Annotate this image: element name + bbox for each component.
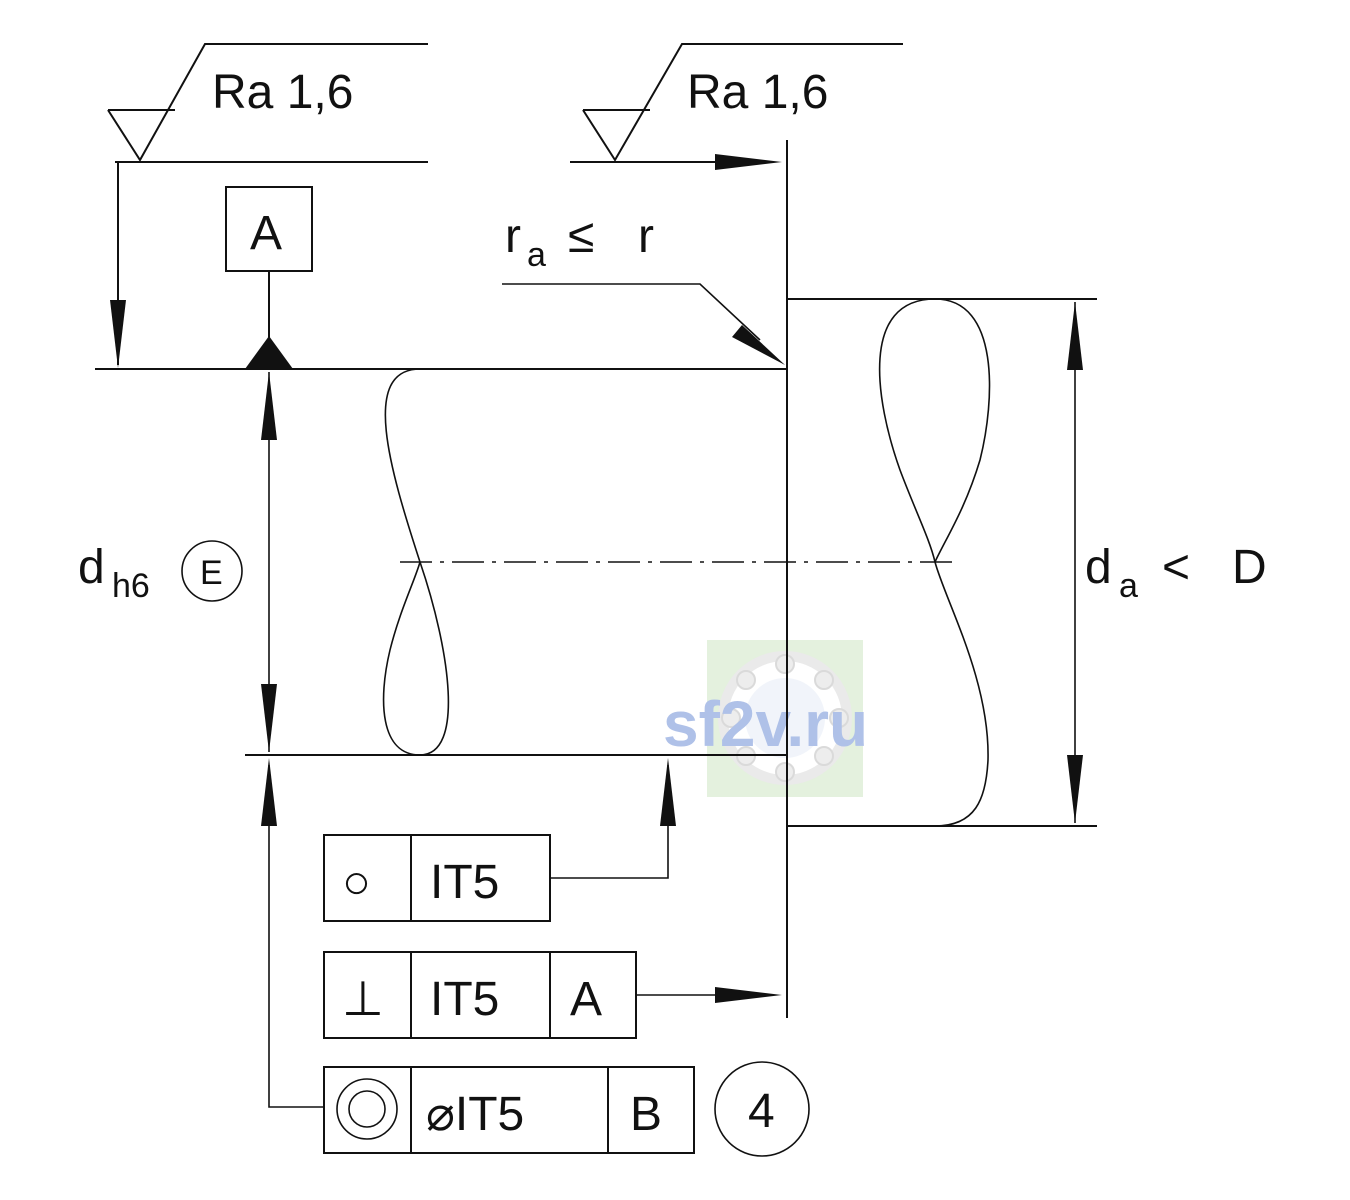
shaft-d-label: d	[78, 541, 105, 594]
watermark-text: sf2v.ru	[663, 688, 868, 760]
datum-a-feature: A	[225, 186, 313, 369]
circularity-frame: ○ IT5	[323, 758, 676, 922]
perpendicularity-tolerance: IT5	[430, 973, 499, 1026]
fillet-r: r	[638, 210, 654, 263]
fillet-note: r a ≤ r	[502, 210, 785, 365]
watermark: sf2v.ru	[663, 640, 868, 797]
shaft-outline	[95, 368, 960, 756]
shaft-envelope-symbol: E	[200, 554, 223, 592]
surface-finish-right: Ra 1,6	[570, 43, 903, 170]
surface-finish-left-label: Ra 1,6	[212, 66, 353, 119]
housing-limit: D	[1232, 541, 1267, 594]
perpendicularity-datum: A	[570, 973, 602, 1026]
circularity-tolerance: IT5	[430, 856, 499, 909]
fillet-r-a: r	[505, 210, 521, 263]
surface-finish-right-label: Ra 1,6	[687, 66, 828, 119]
housing-d-sub: a	[1119, 567, 1138, 605]
circularity-symbol: ○	[342, 856, 371, 909]
concentricity-note: 4	[748, 1085, 775, 1138]
perpendicularity-symbol: ⊥	[342, 973, 384, 1026]
surface-finish-left: Ra 1,6	[107, 43, 428, 368]
concentricity-tolerance: ⌀IT5	[426, 1088, 524, 1141]
shaft-diameter-dimension: d h6 E	[78, 372, 277, 752]
shoulder-outline	[786, 140, 1097, 1018]
shaft-d-sub: h6	[112, 567, 150, 605]
housing-relation: <	[1162, 541, 1190, 594]
fillet-r-a-sub: a	[527, 236, 546, 274]
concentricity-datum: B	[630, 1088, 662, 1141]
datum-a-label: A	[250, 207, 282, 260]
perpendicularity-frame: ⊥ IT5 A	[323, 951, 782, 1039]
fillet-relation: ≤	[568, 210, 594, 263]
housing-diameter-dimension: d a < D	[1067, 302, 1267, 823]
concentricity-frame: ⌀IT5 B 4	[261, 758, 810, 1157]
housing-d-label: d	[1085, 541, 1112, 594]
